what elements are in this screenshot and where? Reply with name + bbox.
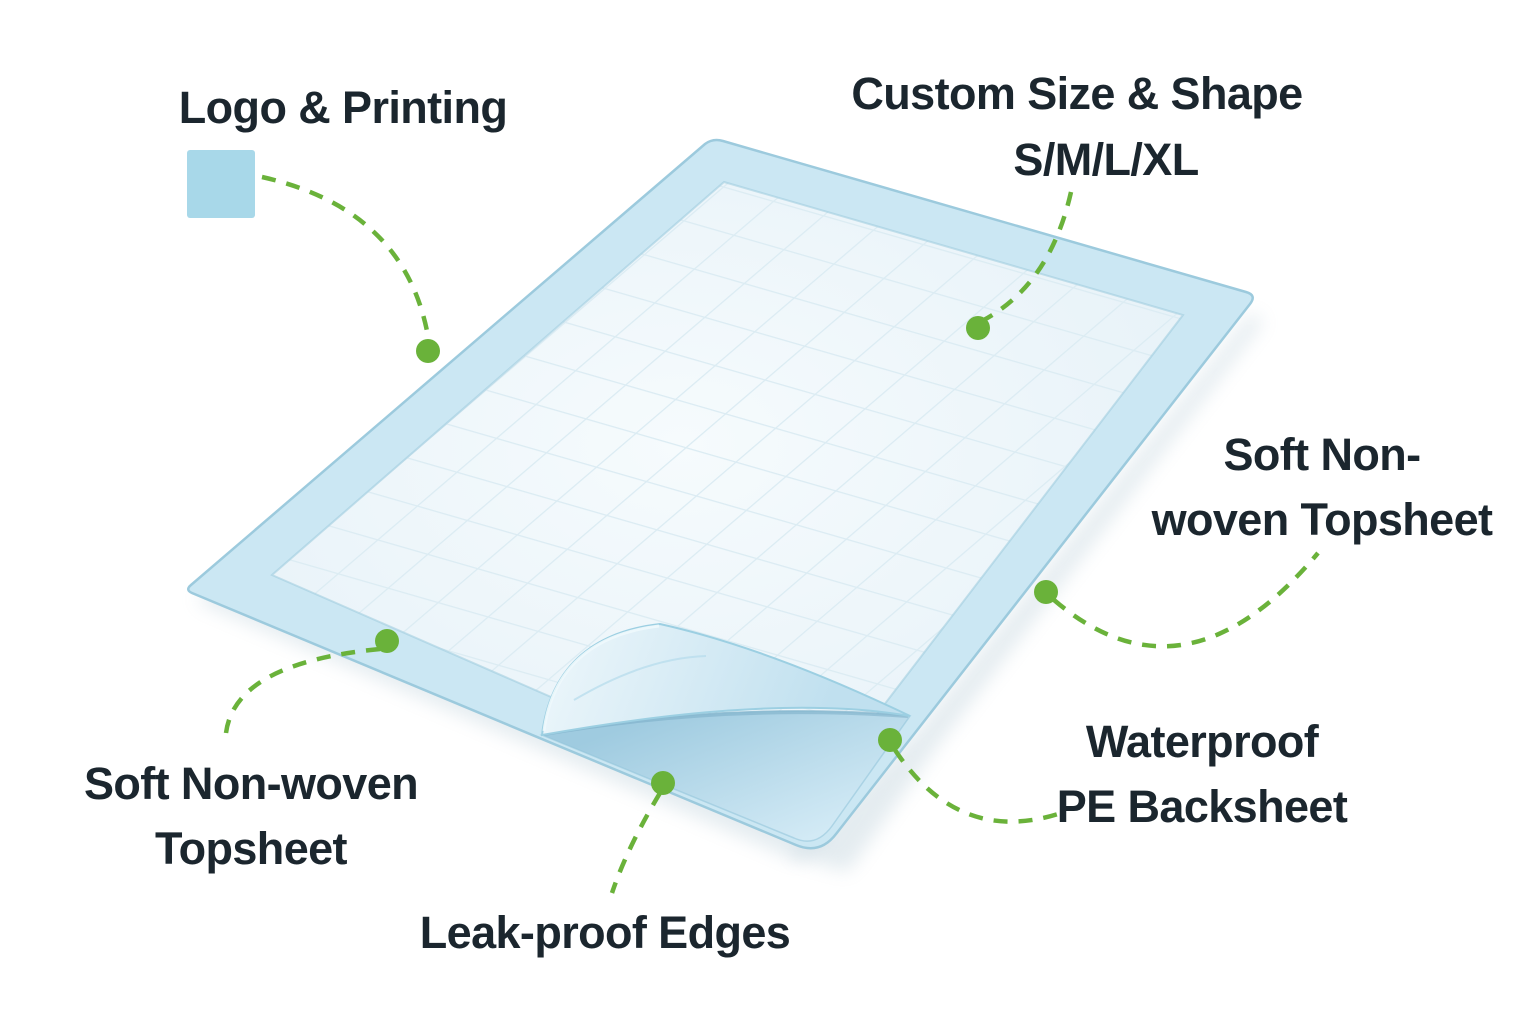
leader-line-leak-proof (609, 791, 662, 894)
logo-print-swatch (187, 150, 255, 218)
flap-edge-highlight (542, 624, 660, 732)
label-size-options: S/M/L/XL (1013, 134, 1199, 185)
label-leak-proof: Leak-proof Edges (419, 907, 791, 958)
label-topsheet-right: Soft Non- woven Topsheet (1152, 423, 1493, 553)
anchor-dot-leak-proof (651, 771, 675, 795)
leader-line-topsheet-left (223, 646, 381, 734)
label-topsheet-right-line1: Soft Non- (1223, 429, 1421, 480)
pad-shadow (790, 312, 1263, 872)
label-waterproof-line1: Waterproof (1085, 716, 1319, 767)
label-waterproof-line2: PE Backsheet (1056, 780, 1348, 832)
anchor-dot-topsheet-right (1034, 580, 1058, 604)
label-logo-printing: Logo & Printing (178, 82, 508, 133)
leader-line-custom-size (980, 191, 1074, 323)
label-topsheet-left: Soft Non-woven Topsheet (83, 752, 419, 882)
label-waterproof: Waterproof PE Backsheet (1056, 710, 1348, 840)
label-custom-size: Custom Size & Shape (851, 68, 1303, 119)
flap-curl-line (573, 655, 707, 701)
label-topsheet-right-line2: woven Topsheet (1151, 493, 1493, 545)
label-topsheet-left-line2: Topsheet (155, 822, 347, 874)
leader-line-topsheet-right (1052, 551, 1320, 649)
anchor-dot-logo-printing (416, 339, 440, 363)
anchor-dot-topsheet-left (375, 629, 399, 653)
leader-line-waterproof (893, 748, 1059, 824)
label-topsheet-left-line1: Soft Non-woven (83, 758, 419, 809)
anchor-dot-custom-size (966, 316, 990, 340)
anchor-dot-waterproof (878, 728, 902, 752)
leader-line-logo-printing (261, 174, 432, 343)
